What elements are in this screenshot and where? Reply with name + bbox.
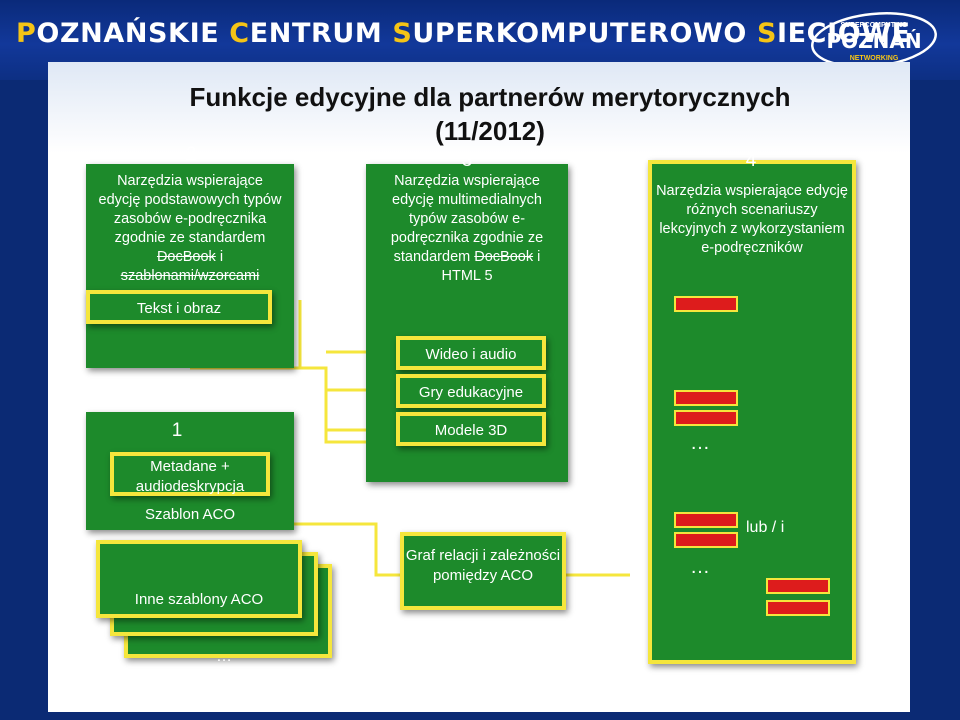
box-2-text: Narzędzia wspierające edycję podstawowyc… — [96, 172, 284, 286]
scenario-bar[interactable] — [674, 390, 738, 406]
box-2[interactable] — [86, 164, 294, 368]
scenario-bar[interactable] — [766, 578, 830, 594]
item-wideo-audio-label: Wideo i audio — [425, 346, 517, 363]
logo-main-text: POZNAŃ — [826, 29, 921, 53]
box-3-text-a: Narzędzia wspierające edycję multimedial… — [390, 173, 544, 265]
header-title-segment: OZNAŃSKIE — [36, 18, 230, 49]
header-title-segment: IECIOWE — [776, 18, 911, 49]
header-title-capital: P — [16, 18, 37, 49]
logo-top-text: SUPERCOMPUTING — [841, 22, 908, 29]
box-2-text-b: i — [215, 249, 224, 265]
template-card-front[interactable]: Inne szablony ACO — [96, 540, 302, 618]
ellipsis-icon: … — [216, 648, 234, 665]
header-title-capital: S — [756, 18, 777, 49]
connector-box2-down — [298, 300, 326, 370]
item-metadane-label: Metadane + audiodeskrypcja — [135, 458, 245, 495]
box-3-number: 3 — [461, 150, 473, 171]
box-3-text: Narzędzia wspierające edycję multimedial… — [372, 172, 562, 286]
inne-szablony-label: Inne szablony ACO — [134, 591, 264, 608]
header-title-capital: C — [229, 18, 250, 49]
box-2-text-a: Narzędzia wspierające edycję podstawowyc… — [98, 173, 282, 246]
scenario-bar[interactable] — [674, 410, 738, 426]
item-wideo-audio[interactable]: Wideo i audio — [396, 336, 546, 370]
box-4-number: 4 — [745, 150, 757, 171]
box-3-struck-docbook: DocBook — [474, 249, 534, 265]
scenario-bar[interactable] — [674, 296, 738, 312]
box-4-text: Narzędzia wspierające edycję różnych sce… — [656, 183, 848, 256]
logo-bottom-text: NETWORKING — [850, 55, 899, 62]
item-gry-edukacyjne-label: Gry edukacyjne — [418, 384, 524, 401]
item-metadane[interactable]: Metadane + audiodeskrypcja — [110, 452, 270, 496]
connector-aco-graf — [266, 522, 400, 577]
item-modele-3d[interactable]: Modele 3D — [396, 412, 546, 446]
scenario-bar[interactable] — [766, 600, 830, 616]
box-2-struck-tail: szablonami/wzorcami — [120, 268, 260, 284]
item-modele-3d-label: Modele 3D — [434, 422, 508, 439]
graph-box[interactable]: Graf relacji i zależności pomiędzy ACO — [400, 532, 566, 610]
connector-box1-modele — [190, 366, 396, 444]
box-1-number: 1 — [171, 420, 183, 441]
or-label: lub / i — [746, 519, 785, 536]
szablon-aco-label: Szablon ACO — [144, 506, 236, 523]
header-title: POZNAŃSKIE CENTRUM SUPERKOMPUTEROWO SIEC… — [16, 18, 911, 49]
ellipsis-icon: … — [690, 432, 712, 454]
header-title-capital: S — [392, 18, 413, 49]
item-tekst-obraz[interactable]: Tekst i obraz — [86, 290, 272, 324]
slide-title-line2: (11/2012) — [435, 116, 545, 146]
graph-box-label: Graf relacji i zależności pomiędzy ACO — [405, 547, 561, 584]
ellipsis-icon: … — [690, 556, 712, 578]
scenario-bar[interactable] — [674, 512, 738, 528]
header-title-segment: UPERKOMPUTEROWO — [412, 18, 757, 49]
slide-title: Funkcje edycyjne dla partnerów merytoryc… — [150, 80, 830, 148]
slide-title-line1: Funkcje edycyjne dla partnerów merytoryc… — [189, 82, 791, 112]
item-gry-edukacyjne[interactable]: Gry edukacyjne — [396, 374, 546, 408]
item-tekst-obraz-label: Tekst i obraz — [136, 300, 222, 317]
scenario-bar[interactable] — [674, 532, 738, 548]
header-title-segment: ENTRUM — [249, 18, 393, 49]
box-2-struck-docbook: DocBook — [156, 249, 216, 265]
box-3-text-b: i HTML 5 — [441, 249, 541, 284]
box-2-number: 2 — [185, 144, 197, 165]
